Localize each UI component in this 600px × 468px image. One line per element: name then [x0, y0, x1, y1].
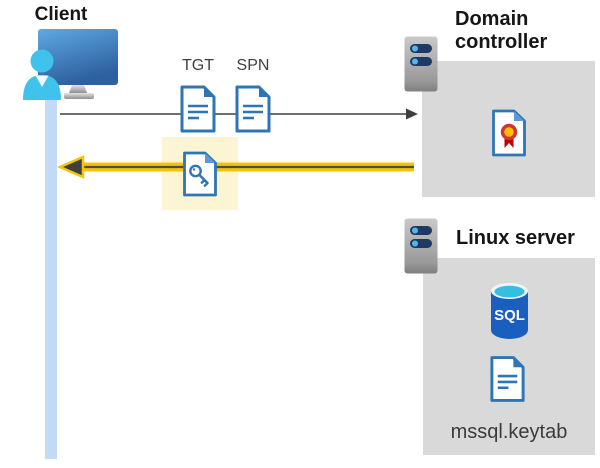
certificate-icon [492, 109, 526, 157]
linux-server-label: Linux server [456, 227, 575, 249]
spn-document-icon [235, 85, 271, 133]
keytab-document-icon [490, 356, 525, 402]
monitor-icon [38, 29, 118, 99]
tgt-document-icon [180, 85, 216, 133]
domain-controller-label: Domain controller [455, 8, 548, 53]
response-arrow [56, 155, 414, 179]
sql-icon-text: SQL [494, 307, 525, 324]
tgt-label: TGT [182, 57, 214, 74]
linux-server-icon [404, 218, 438, 274]
person-icon [23, 49, 61, 100]
sql-database-icon: SQL [491, 283, 528, 339]
client-computer-icon [23, 29, 118, 100]
client-lifeline-bar [45, 96, 57, 459]
keytab-file-label: mssql.keytab [450, 421, 568, 443]
domain-controller-server-icon [404, 36, 438, 92]
key-glyph [189, 164, 209, 187]
request-arrow [60, 108, 418, 120]
spn-label: SPN [236, 57, 270, 74]
client-label: Client [34, 4, 88, 25]
key-document-icon [183, 151, 217, 197]
